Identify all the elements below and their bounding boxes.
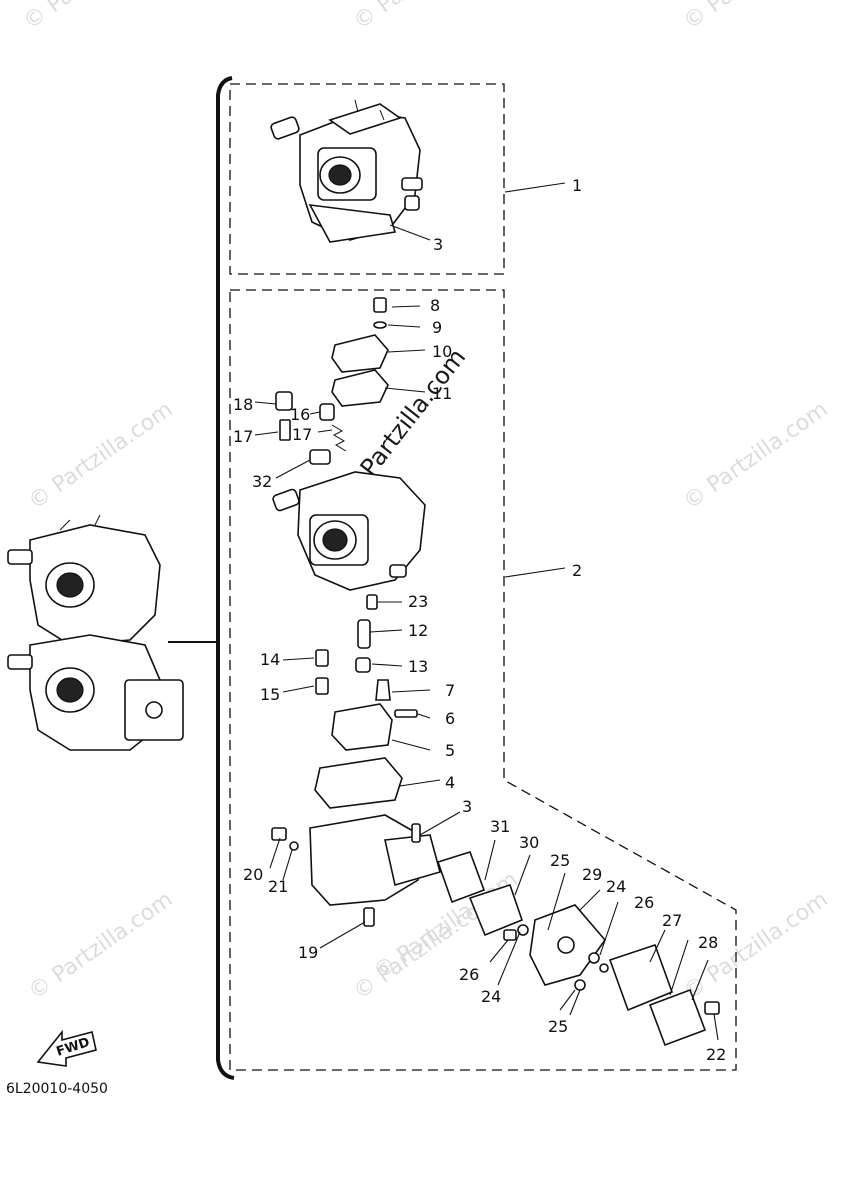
watermark-6: © Partzilla.com [24, 887, 177, 1005]
callout-26-right: 26 [634, 893, 654, 912]
callout-13: 13 [408, 657, 428, 676]
callout-25-lower: 25 [548, 1017, 568, 1036]
callout-31: 31 [490, 817, 510, 836]
callout-9: 9 [432, 318, 442, 337]
fwd-arrow: FWD [36, 1029, 97, 1067]
callout-23: 23 [408, 592, 428, 611]
callout-24-lower: 24 [481, 987, 501, 1006]
callout-3-chamber: 3 [462, 797, 472, 816]
watermark-4: © Partzilla.com [24, 397, 177, 515]
callout-19: 19 [298, 943, 318, 962]
callout-17-right: 17 [292, 425, 312, 444]
callout-25-upper: 25 [550, 851, 570, 870]
callout-14: 14 [260, 650, 280, 669]
callouts: 1 2 3 3 4 5 6 7 8 9 10 11 12 13 14 15 16… [233, 176, 726, 1064]
callout-3-top: 3 [433, 235, 443, 254]
callout-28: 28 [698, 933, 718, 952]
carburetor-assembly-top [270, 99, 423, 243]
figure-code: 6L20010-4050 [6, 1081, 108, 1097]
callout-11: 11 [432, 384, 452, 403]
callout-27: 27 [662, 911, 682, 930]
callout-17-left: 17 [233, 427, 253, 446]
callout-6: 6 [445, 709, 455, 728]
callout-26-left: 26 [459, 965, 479, 984]
callout-12: 12 [408, 621, 428, 640]
callout-15: 15 [260, 685, 280, 704]
callout-5: 5 [445, 741, 455, 760]
watermark-5: © Partzilla.com [679, 397, 832, 515]
watermark-2: © Partzilla.com [349, 0, 502, 35]
callout-21: 21 [268, 877, 288, 896]
exploded-parts [271, 297, 720, 1047]
callout-18: 18 [233, 395, 253, 414]
callout-1: 1 [572, 176, 582, 195]
callout-20: 20 [243, 865, 263, 884]
callout-2: 2 [572, 561, 582, 580]
callout-8: 8 [430, 296, 440, 315]
callout-32: 32 [252, 472, 272, 491]
callout-29: 29 [582, 865, 602, 884]
callout-22: 22 [706, 1045, 726, 1064]
callout-30: 30 [519, 833, 539, 852]
assembly-box-1 [229, 83, 505, 275]
assembly-bracket [216, 76, 235, 1080]
assembly-box-2 [229, 289, 737, 1071]
callout-24-upper: 24 [606, 877, 626, 896]
watermark-3: © Partzilla.com [679, 0, 832, 35]
callout-16: 16 [290, 405, 310, 424]
watermark-1: © Partzilla.com [19, 0, 172, 35]
callout-10: 10 [432, 342, 452, 361]
twin-carburetor-assembly [7, 514, 184, 751]
leader-lines [254, 182, 719, 1041]
callout-7: 7 [445, 681, 455, 700]
callout-4: 4 [445, 773, 455, 792]
